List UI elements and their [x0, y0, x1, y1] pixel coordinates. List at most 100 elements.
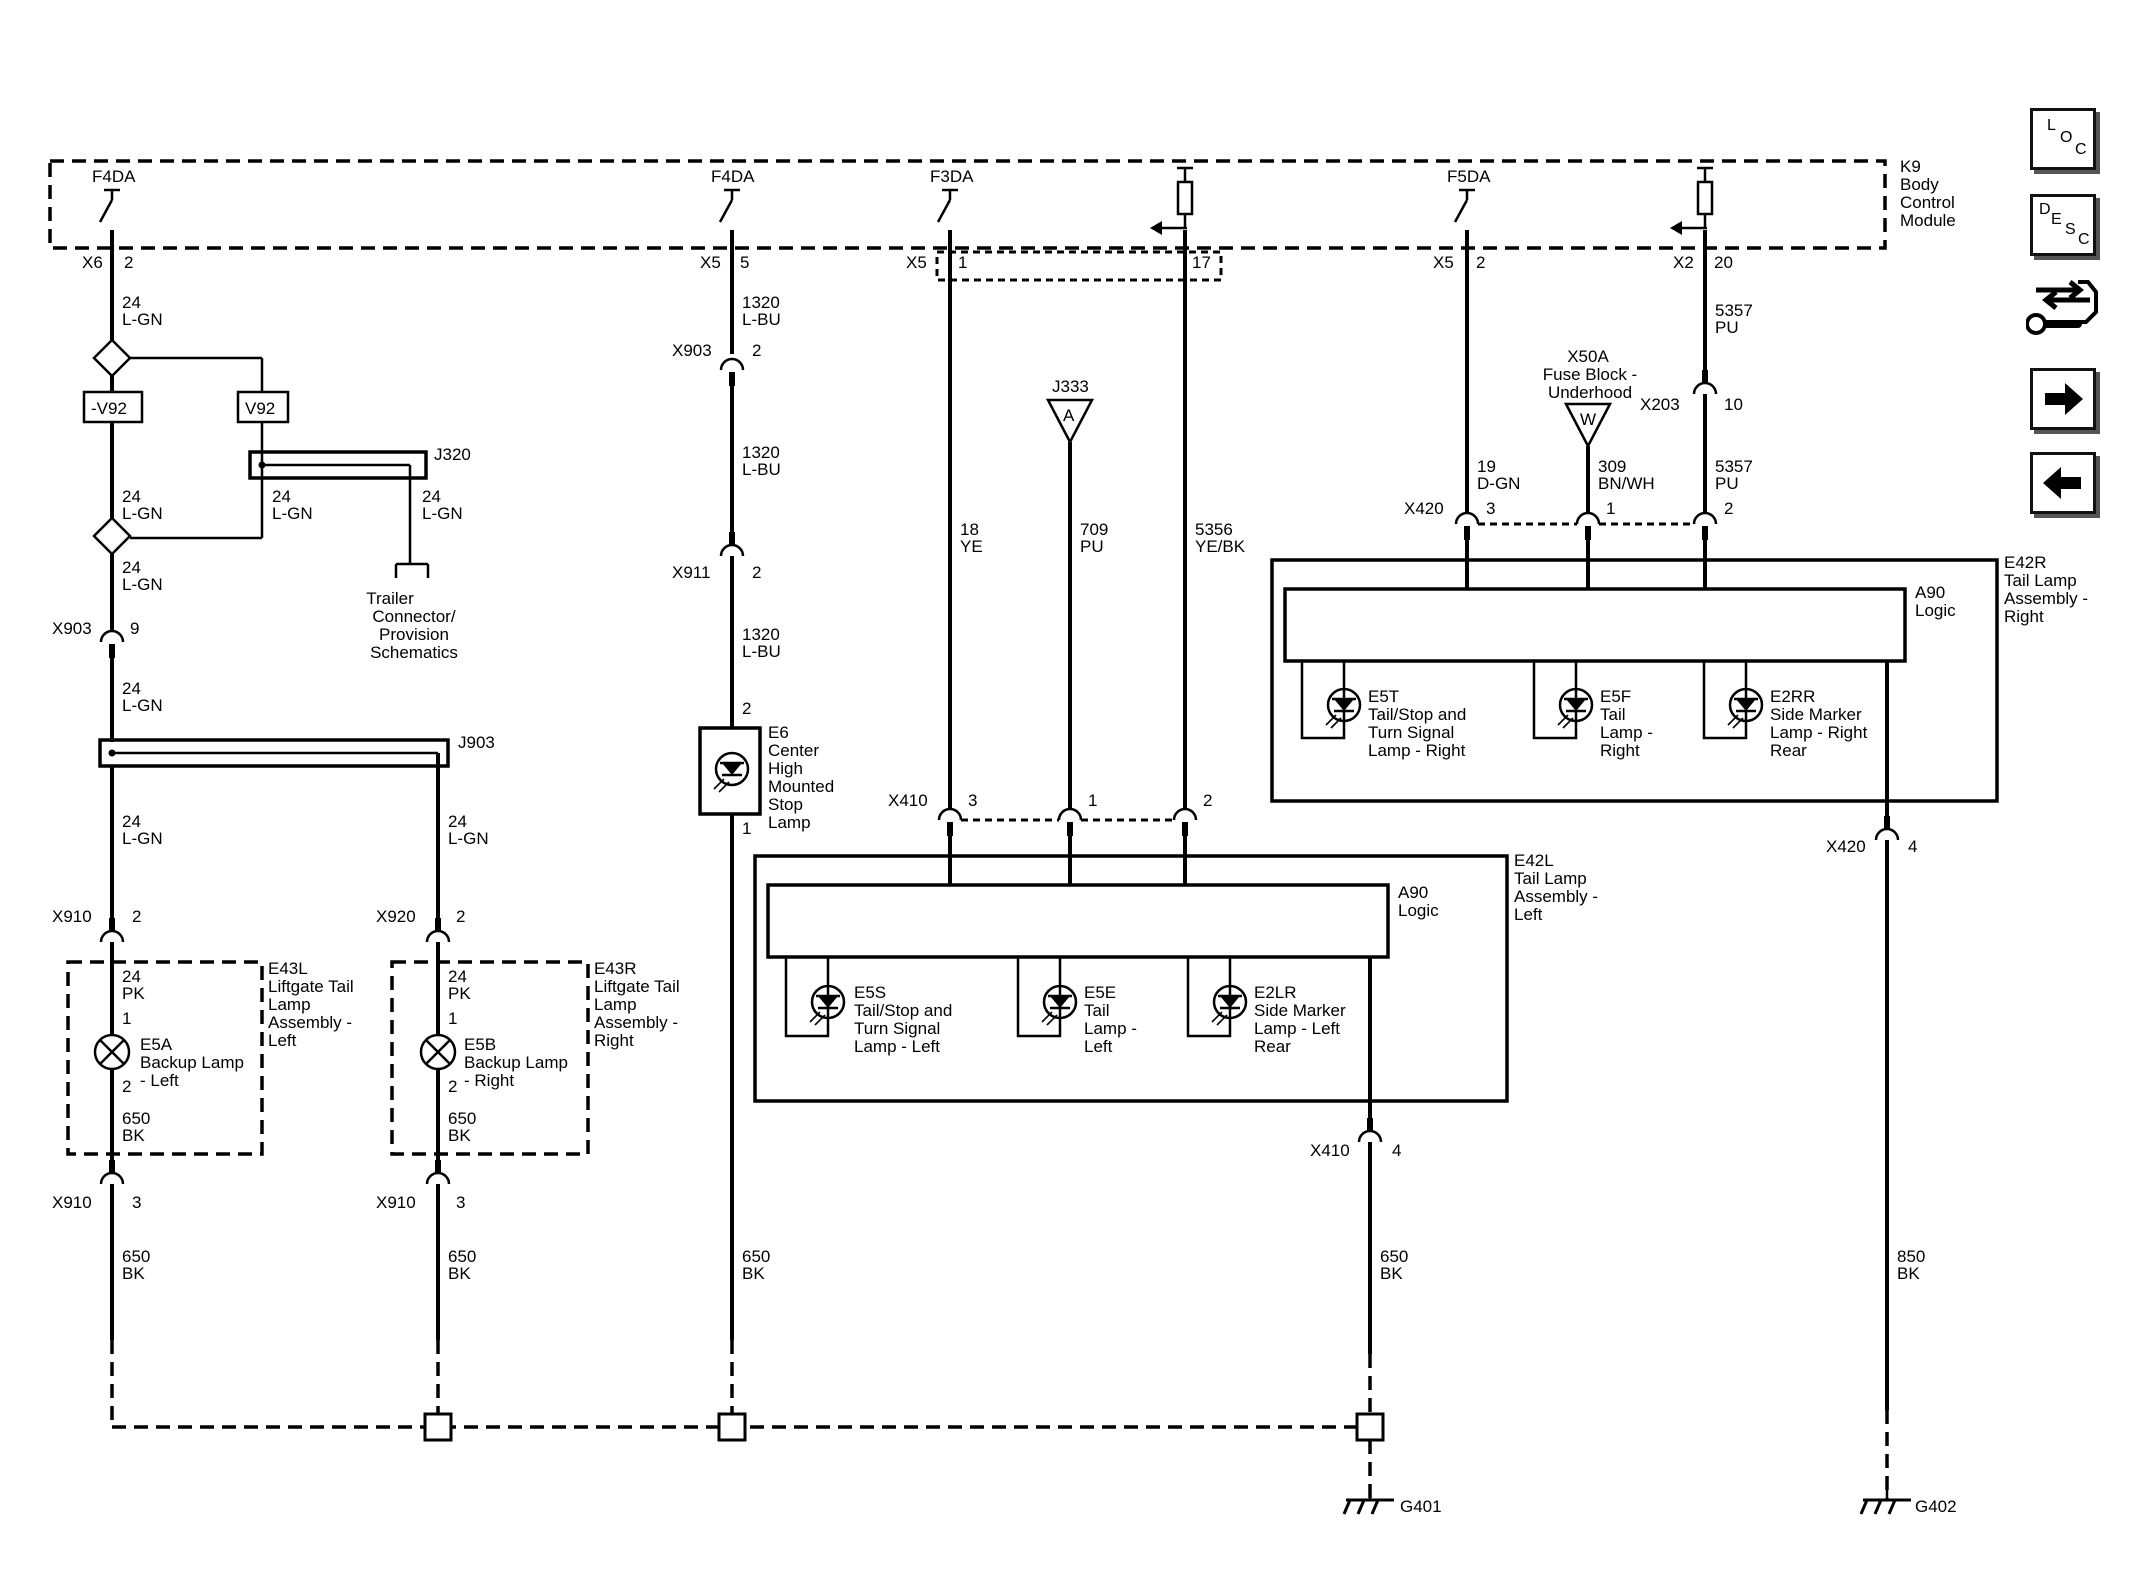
trailer-label-3: Provision — [379, 625, 449, 644]
wire-label: 709 — [1080, 520, 1108, 539]
x5-connector-group — [935, 250, 1223, 282]
conn-label: X910 — [52, 907, 92, 926]
option-neg-v92 — [82, 390, 144, 424]
wire-color: D-GN — [1477, 474, 1520, 493]
conn-label: X410 — [1310, 1141, 1350, 1160]
next-page-button[interactable] — [2030, 368, 2096, 430]
e43r-label: Right — [594, 1031, 634, 1050]
svg-text:F4DA: F4DA — [711, 167, 755, 186]
ref-j333-letter: A — [1063, 406, 1075, 425]
previous-page-button[interactable] — [2030, 452, 2096, 514]
fuse-switch-f4da-mid: F4DA — [711, 167, 755, 223]
lamp-pin: 1 — [448, 1009, 457, 1028]
wire-color: L-BU — [742, 460, 781, 479]
wire-color: PU — [1715, 474, 1739, 493]
e5t-label: Tail/Stop and — [1368, 705, 1466, 724]
wire-label: 24 — [448, 967, 467, 986]
e42l-id: E42L — [1514, 851, 1554, 870]
e43r-label: Liftgate Tail — [594, 977, 680, 996]
wire-color: YE — [960, 537, 983, 556]
wire-color: PK — [122, 984, 145, 1003]
e5t-label: Turn Signal — [1368, 723, 1454, 742]
location-button[interactable]: L O C — [2030, 108, 2096, 170]
ref-x50a-label: Fuse Block - — [1543, 365, 1637, 384]
svg-text:F4DA: F4DA — [92, 167, 136, 186]
wire-color: BK — [122, 1126, 145, 1145]
lamp-pin: 2 — [122, 1077, 131, 1096]
e2lr-label: Rear — [1254, 1037, 1291, 1056]
bcm-label-3: Module — [1900, 211, 1956, 230]
conn-pin: 2 — [1724, 499, 1733, 518]
splice-j903-label: J903 — [458, 733, 495, 752]
wire-color: L-GN — [448, 829, 489, 848]
conn-label: X903 — [672, 341, 712, 360]
led-e5f — [1532, 661, 1594, 740]
wire-label: 19 — [1477, 457, 1496, 476]
wire-label: 24 — [122, 812, 141, 831]
e5a-id: E5A — [140, 1035, 173, 1054]
e5f-label: Right — [1600, 741, 1640, 760]
ground-g401-label: G401 — [1400, 1497, 1442, 1516]
wire-label: 309 — [1598, 457, 1626, 476]
conn-label: X203 — [1640, 395, 1680, 414]
svg-text:F5DA: F5DA — [1447, 167, 1491, 186]
diagnostic-connector-tool-button[interactable] — [2025, 276, 2100, 346]
fuse-switch-f5da: F5DA — [1447, 167, 1491, 223]
connector-x203-pin10 — [1692, 370, 1718, 395]
conn-pin: 2 — [752, 341, 761, 360]
ground-g401-icon — [1342, 1498, 1396, 1516]
conn-x5-a-pin: 5 — [740, 253, 749, 272]
wire-label: 24 — [122, 679, 141, 698]
e5e-id: E5E — [1084, 983, 1116, 1002]
assembly-e42r — [1270, 558, 1999, 803]
conn-pin: 2 — [1203, 791, 1212, 810]
e5b-label: Backup Lamp — [464, 1053, 568, 1072]
wire-color: BK — [1897, 1264, 1920, 1283]
conn-label: X920 — [376, 907, 416, 926]
conn-pin: 3 — [1486, 499, 1495, 518]
connector-x410-pin4 — [1357, 1118, 1383, 1143]
bcm-driver-17 — [1150, 166, 1194, 235]
connector-x910-pin2 — [99, 918, 125, 943]
e43l-label: Lamp — [268, 995, 311, 1014]
fuse-switch-f3da: F3DA — [930, 167, 974, 223]
e5f-label: Lamp - — [1600, 723, 1653, 742]
e43l-id: E43L — [268, 959, 308, 978]
conn-label: X420 — [1826, 837, 1866, 856]
e2rr-label: Lamp - Right — [1770, 723, 1868, 742]
ground-splice-1 — [423, 1412, 453, 1442]
e5e-label: Tail — [1084, 1001, 1110, 1020]
e2lr-label: Side Marker — [1254, 1001, 1346, 1020]
description-button[interactable]: D E S C — [2030, 194, 2096, 256]
wire-label: 650 — [742, 1247, 770, 1266]
wire-color: L-BU — [742, 642, 781, 661]
wire-color: L-GN — [122, 575, 163, 594]
desc-letter: S — [2065, 221, 2076, 238]
bcm-boundary — [48, 159, 1887, 250]
e5s-label: Tail/Stop and — [854, 1001, 952, 1020]
logic-id: A90 — [1915, 583, 1945, 602]
e2rr-id: E2RR — [1770, 687, 1815, 706]
wire-label: 850 — [1897, 1247, 1925, 1266]
option-v92-label: V92 — [245, 399, 275, 418]
e5s-label: Turn Signal — [854, 1019, 940, 1038]
conn-pin: 9 — [130, 619, 139, 638]
conn-x5-b: X5 — [906, 253, 927, 272]
ref-j333-triangle — [1045, 398, 1095, 445]
conn-pin: 2 — [456, 907, 465, 926]
conn-pin: 4 — [1392, 1141, 1401, 1160]
led-e2lr — [1186, 957, 1248, 1038]
connector-x410-top — [937, 807, 1198, 836]
wire-color: L-GN — [122, 829, 163, 848]
e43l-label: Assembly - — [268, 1013, 352, 1032]
option-diamond-bottom — [92, 516, 132, 556]
lamp-pin: 1 — [122, 1009, 131, 1028]
conn-x2: X2 — [1673, 253, 1694, 272]
lamp-e6 — [698, 726, 762, 816]
e2lr-id: E2LR — [1254, 983, 1297, 1002]
fuse-switch-f4da-left: F4DA — [92, 167, 136, 223]
e5s-id: E5S — [854, 983, 886, 1002]
conn-x5-b-pin2: 17 — [1192, 253, 1211, 272]
wire-color: PU — [1080, 537, 1104, 556]
conn-pin: 1 — [1088, 791, 1097, 810]
